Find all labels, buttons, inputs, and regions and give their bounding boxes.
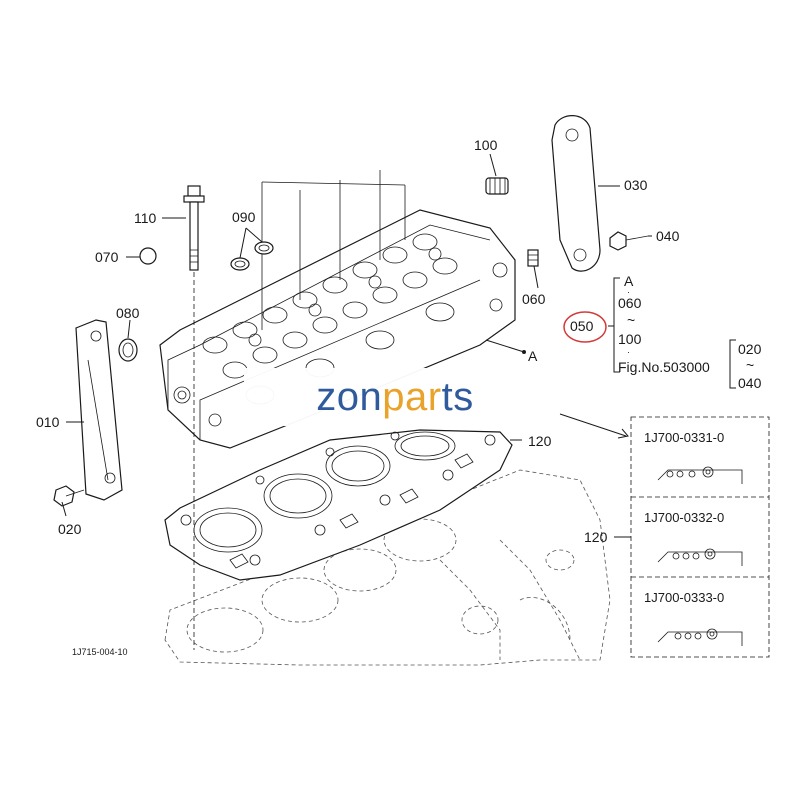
callout-030: 030 [624,177,648,193]
variant-3-part-number: 1J700-0333-0 [644,590,724,605]
callout-070: 070 [95,249,119,265]
callout-040: 040 [656,228,680,244]
note-range-start: 060 [618,295,642,311]
variant-2-part-number: 1J700-0332-0 [644,510,724,525]
svg-text:·: · [627,347,630,357]
hanger-plate-030 [551,115,601,272]
note-fig-range-end: 040 [738,375,762,391]
svg-text:·: · [627,287,630,297]
note-tilde-1: ~ [627,312,635,328]
watermark-part-3: ts [441,374,474,419]
plug-070 [139,247,157,265]
washer-090 [230,241,274,271]
callout-090: 090 [232,209,256,225]
note-tilde-2: ~ [746,357,754,373]
callout-080: 080 [116,305,140,321]
bolt-040 [609,231,649,251]
variant-2-sketch [657,548,743,566]
variant-1-sketch [657,466,743,484]
bracket-010 [75,319,123,501]
highlight-ring-050 [563,311,607,343]
callout-050: 050 [570,318,594,334]
assembly-note: A · 060 ~ 100 · Fig.No.503000 020 ~ 040 … [563,273,762,391]
head-gasket-120 [164,429,513,581]
gasket-variants: 120 1J700-0331-0 1J700-0332-0 1J700-0333… [584,416,770,658]
point-a-dot [522,350,526,354]
head-bolt-110 [183,185,205,650]
callout-110: 110 [134,210,157,226]
variant-3-sketch [657,628,743,646]
watermark-part-1: zon [316,374,383,419]
callout-010: 010 [36,414,60,430]
note-range-end: 100 [618,331,642,347]
watermark-part-2: par [382,374,442,419]
callout-120: 120 [528,433,552,449]
variant-1-part-number: 1J700-0331-0 [644,430,724,445]
note-fig-range-start: 020 [738,341,762,357]
drawing-id: 1J715-004-10 [72,647,128,657]
callout-100: 100 [474,137,498,153]
note-fig-ref: Fig.No.503000 [618,359,710,375]
note-header: A [624,273,634,289]
callout-060: 060 [522,291,546,307]
bolt-020 [53,485,85,507]
bolt-guide-lines [261,170,406,330]
point-a-label: A [528,348,538,364]
leader-lines [61,153,652,517]
watermark-band [244,368,546,426]
callout-labels: 010 020 030 040 060 070 080 090 100 110 … [36,137,680,537]
plug-100 [485,177,509,195]
plug-060 [527,249,539,267]
seal-080 [118,338,138,362]
callout-020: 020 [58,521,82,537]
callout-120-group: 120 [584,529,608,545]
